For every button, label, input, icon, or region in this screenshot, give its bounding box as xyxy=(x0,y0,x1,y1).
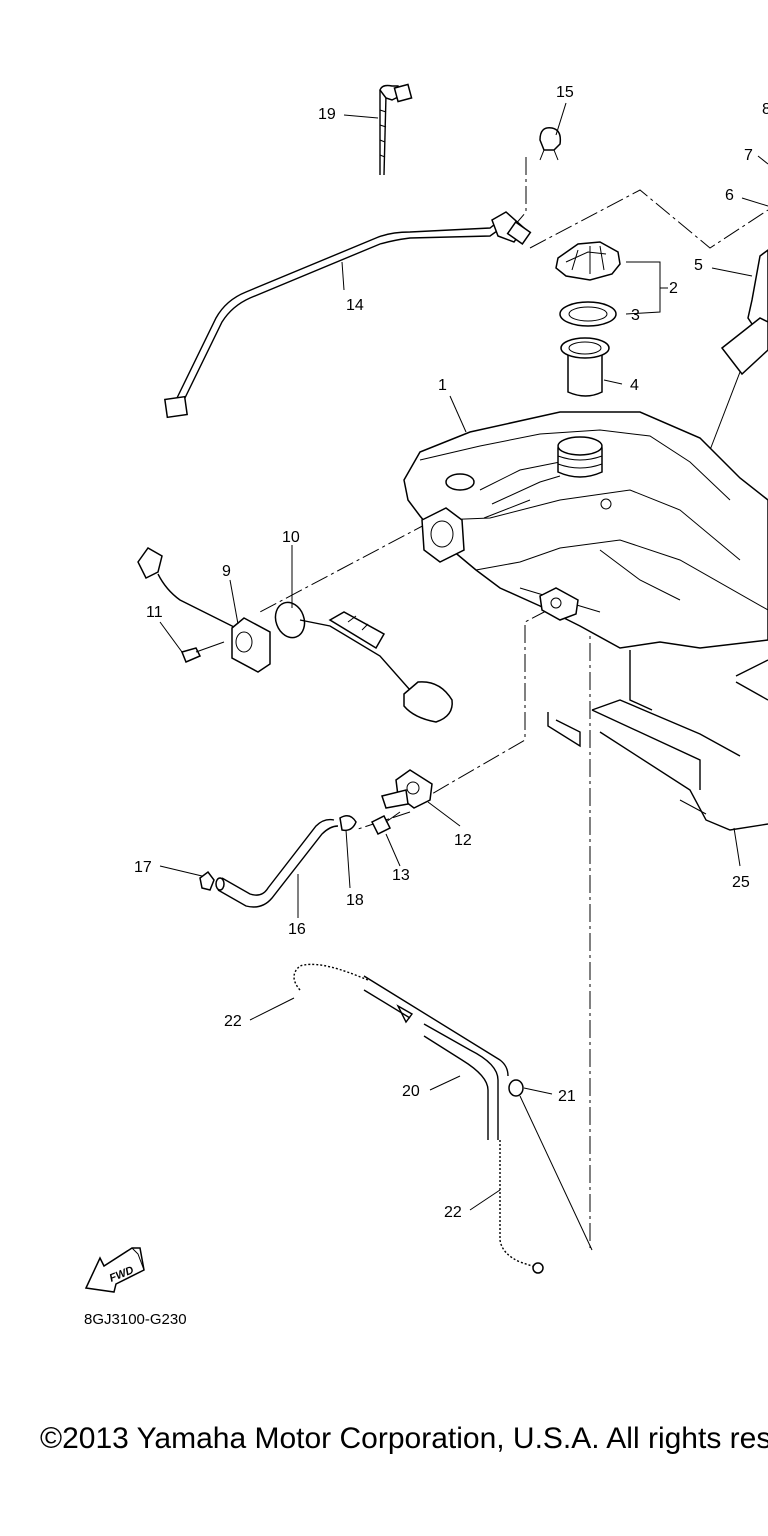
callout-22-upper: 22 xyxy=(224,1013,242,1030)
part-14-hose xyxy=(163,211,532,419)
part-16-fuel-hose xyxy=(215,818,339,908)
callout-7: 7 xyxy=(744,147,753,164)
diagram-code: 8GJ3100-G230 xyxy=(84,1311,187,1328)
callout-13: 13 xyxy=(392,867,410,884)
copyright-text: ©2013 Yamaha Motor Corporation, U.S.A. A… xyxy=(40,1422,768,1455)
leader-lines xyxy=(159,102,768,1211)
part-11-screw xyxy=(180,641,225,663)
callout-8: 8 xyxy=(762,101,768,118)
callout-11: 11 xyxy=(146,604,163,621)
part-13-bolt xyxy=(370,811,401,836)
fwd-arrow-icon: FWD xyxy=(84,1247,145,1293)
callout-25: 25 xyxy=(732,874,750,891)
callout-2: 2 xyxy=(669,280,678,297)
part-17-clip xyxy=(199,870,215,891)
part-18-clamp xyxy=(339,815,357,832)
callout-labels: 19 15 8 7 6 5 2 3 4 14 1 10 9 11 12 13 1… xyxy=(134,84,768,1221)
part-10-level-sender xyxy=(299,611,453,723)
part-3-gasket xyxy=(559,301,617,327)
part-5-valve xyxy=(709,249,768,451)
part-9-fuel-pump xyxy=(137,547,271,673)
part-2-fuel-cap xyxy=(555,241,621,281)
callout-4: 4 xyxy=(630,377,639,394)
callout-15: 15 xyxy=(556,84,574,101)
callout-20: 20 xyxy=(402,1083,420,1100)
assembly-guide-lines xyxy=(259,157,768,1250)
part-25-bracket xyxy=(547,650,768,831)
callout-14: 14 xyxy=(346,297,364,314)
callout-3: 3 xyxy=(631,307,640,324)
callout-19: 19 xyxy=(318,106,336,123)
callout-10: 10 xyxy=(282,529,300,546)
callout-22-lower: 22 xyxy=(444,1204,462,1221)
part-10-gasket xyxy=(274,601,306,639)
part-1-fuel-tank xyxy=(403,411,768,649)
callout-12: 12 xyxy=(454,832,472,849)
part-15-clamp xyxy=(539,127,562,161)
callout-17: 17 xyxy=(134,859,152,876)
callout-16: 16 xyxy=(288,921,306,938)
part-22-corrugated-hose xyxy=(293,963,544,1274)
callout-1: 1 xyxy=(438,377,447,394)
callout-6: 6 xyxy=(725,187,734,204)
part-12-fuel-cock xyxy=(381,769,433,809)
part-20-hose xyxy=(363,975,509,1140)
callout-18: 18 xyxy=(346,892,364,909)
part-19-cable-tie xyxy=(379,83,413,176)
part-4-filler-neck xyxy=(560,337,610,397)
callout-5: 5 xyxy=(694,257,703,274)
callout-9: 9 xyxy=(222,563,231,580)
callout-21: 21 xyxy=(558,1088,576,1105)
part-21-clip xyxy=(508,1079,593,1251)
